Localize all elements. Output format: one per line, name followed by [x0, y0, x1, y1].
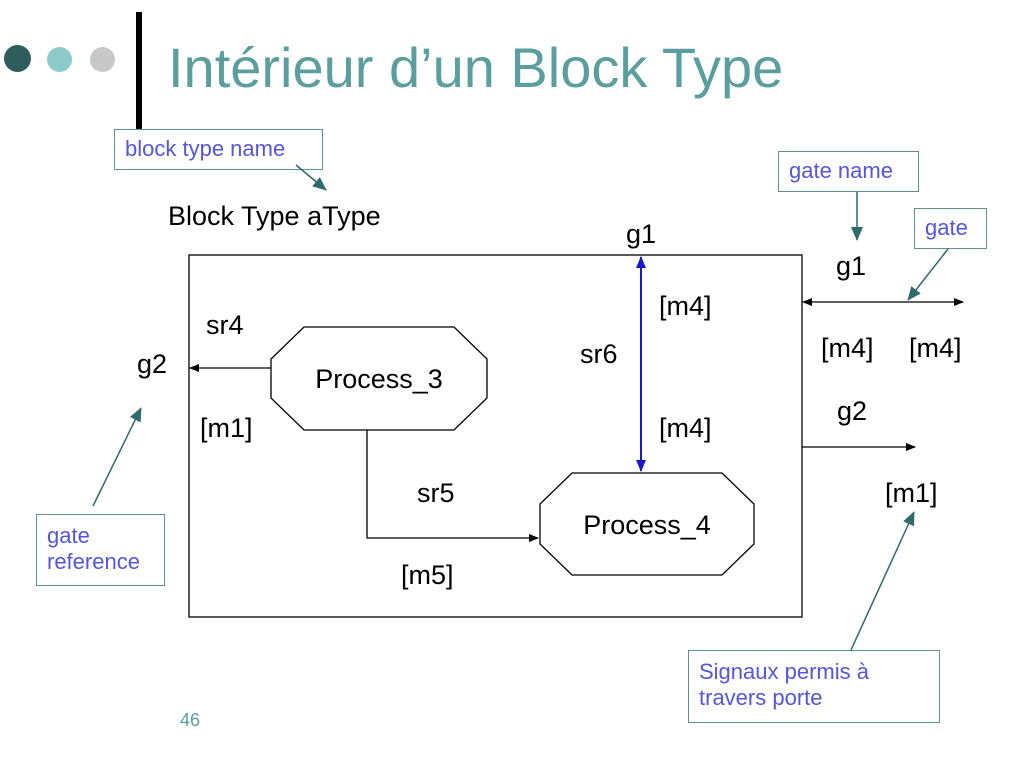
route-sr5-label: sr5 — [417, 478, 455, 508]
pointer-gate-reference — [92, 407, 142, 507]
process-3-label: Process_3 — [315, 364, 443, 394]
block-title: Block Type aType — [168, 201, 381, 231]
page-number: 46 — [180, 710, 201, 730]
gate-g1-top-label: g1 — [626, 219, 657, 249]
process-4-label: Process_4 — [583, 510, 711, 540]
sr5-arrow — [366, 430, 539, 542]
pointer-signaux — [850, 511, 915, 651]
gate-g1-right-label: g1 — [836, 251, 867, 281]
route-sr4-label: sr4 — [206, 310, 244, 340]
note-gate-text: gate — [925, 215, 968, 240]
pointer-gate — [907, 248, 949, 301]
signal-g1-in: [m4] — [821, 333, 874, 363]
note-gate-reference-line-2: reference — [47, 549, 140, 575]
slide-title: Intérieur d’un Block Type — [168, 36, 784, 99]
signal-sr6-top: [m4] — [659, 291, 712, 321]
note-gate-name: gate name — [778, 151, 919, 192]
gate-g2-right-label: g2 — [837, 396, 868, 426]
process-4-shape — [539, 472, 755, 576]
process-3-shape — [270, 326, 488, 431]
note-block-type-name-text: block type name — [125, 136, 286, 161]
teal-dot — [47, 47, 72, 72]
note-gate: gate — [914, 208, 987, 249]
note-gate-reference: gate reference — [36, 514, 165, 586]
signal-sr4: [m1] — [200, 413, 253, 443]
note-gate-name-text: gate name — [789, 158, 893, 183]
dark-dot — [4, 45, 31, 72]
grey-dot — [90, 47, 115, 72]
note-signaux-line-2: travers porte — [699, 685, 823, 711]
gate-g2-left-label: g2 — [137, 349, 168, 379]
note-gate-reference-line-1: gate — [47, 523, 90, 548]
signal-sr6-bottom: [m4] — [659, 413, 712, 443]
note-signaux-line-1: Signaux permis à — [699, 659, 869, 684]
title-divider — [136, 12, 142, 134]
signal-g1-out: [m4] — [909, 333, 962, 363]
block-frame — [188, 254, 803, 618]
note-signaux-permis: Signaux permis à travers porte — [688, 650, 940, 723]
signal-g2-out: [m1] — [885, 478, 938, 508]
note-block-type-name: block type name — [114, 129, 323, 170]
pointer-block-type-name — [295, 164, 327, 191]
route-sr6-label: sr6 — [580, 339, 618, 369]
signal-sr5: [m5] — [401, 560, 454, 590]
